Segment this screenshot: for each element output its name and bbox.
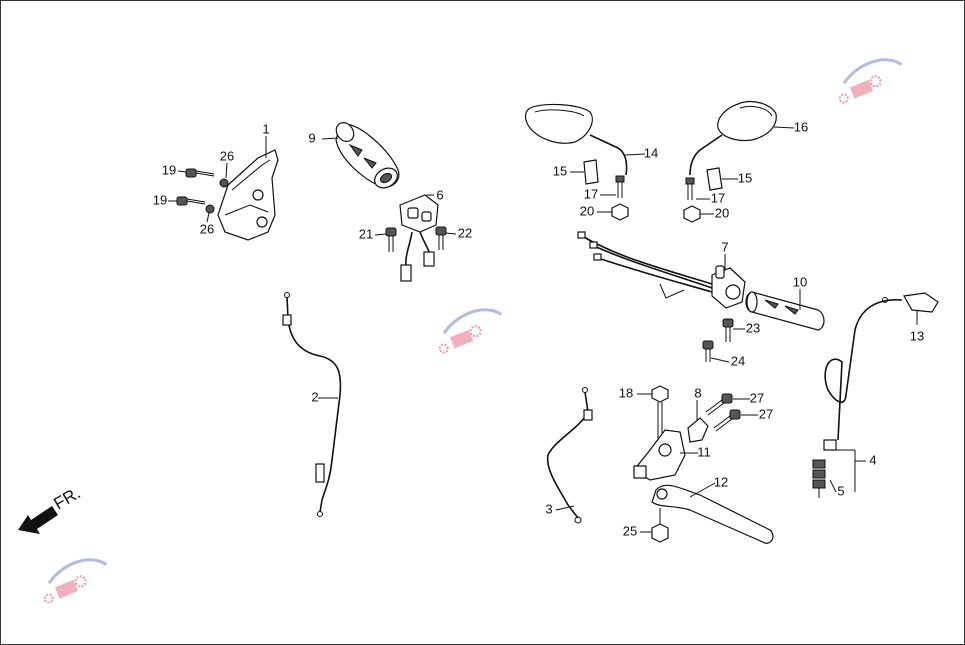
part-brake-cable xyxy=(546,387,593,524)
callout-16: 16 xyxy=(794,119,808,134)
part-throttle-cable xyxy=(282,292,342,517)
callout-20: 20 xyxy=(715,205,729,220)
part-screw-24 xyxy=(702,340,714,362)
watermark-logo xyxy=(838,58,903,104)
callout-26: 26 xyxy=(220,148,234,163)
callout-27: 27 xyxy=(759,406,773,421)
part-adapter-17a xyxy=(615,175,625,198)
part-right-mirror xyxy=(689,101,777,176)
callout-25: 25 xyxy=(623,523,637,538)
callout-3: 3 xyxy=(545,501,552,516)
callout-2: 2 xyxy=(311,389,318,404)
part-adapter-17b xyxy=(685,177,695,200)
callout-26: 26 xyxy=(200,221,214,236)
part-bolt-27b xyxy=(713,409,741,432)
watermark-logo xyxy=(43,558,108,604)
part-screw-19a xyxy=(185,168,215,178)
part-washer-26b xyxy=(205,204,215,214)
part-screw-23 xyxy=(722,318,734,342)
part-switch-cover xyxy=(217,149,279,241)
part-left-grip xyxy=(745,291,825,331)
callout-17: 17 xyxy=(711,190,725,205)
callout-22: 22 xyxy=(458,225,472,240)
part-cable-adjuster xyxy=(812,439,837,498)
part-washer-26a xyxy=(219,178,229,188)
callout-10: 10 xyxy=(793,274,807,289)
callout-24: 24 xyxy=(731,353,745,368)
part-throttle-grip xyxy=(335,122,400,189)
callout-14: 14 xyxy=(644,145,658,160)
part-right-switch xyxy=(399,194,439,282)
callout-21: 21 xyxy=(359,226,373,241)
part-left-switch xyxy=(577,231,746,309)
callout-27: 27 xyxy=(750,390,764,405)
watermark-logo xyxy=(438,308,503,354)
callout-1: 1 xyxy=(262,121,269,136)
callout-6: 6 xyxy=(436,187,443,202)
callout-19: 19 xyxy=(153,192,167,207)
callout-19: 19 xyxy=(162,162,176,177)
part-cover-15a xyxy=(583,159,599,185)
callout-23: 23 xyxy=(746,320,760,335)
part-screw-19b xyxy=(176,196,206,206)
callout-15: 15 xyxy=(553,163,567,178)
part-lever-bracket xyxy=(633,429,686,481)
callout-18: 18 xyxy=(619,385,633,400)
callout-4: 4 xyxy=(869,452,876,467)
part-nut-25 xyxy=(651,523,669,543)
front-direction-label: FR. xyxy=(51,483,84,513)
callout-15: 15 xyxy=(738,170,752,185)
callout-7: 7 xyxy=(721,239,728,254)
part-nut-20a xyxy=(611,203,629,221)
part-clutch-cable xyxy=(824,292,939,441)
callout-11: 11 xyxy=(697,444,711,459)
front-direction-arrow-icon xyxy=(18,506,58,534)
part-bolt-27a xyxy=(705,393,733,416)
part-clamp xyxy=(687,417,709,443)
callout-8: 8 xyxy=(694,385,701,400)
leader-lines xyxy=(168,126,918,533)
callout-20: 20 xyxy=(580,203,594,218)
part-left-mirror xyxy=(524,103,628,176)
callout-17: 17 xyxy=(584,186,598,201)
part-nut-20b xyxy=(683,205,701,223)
watermarks xyxy=(43,58,903,604)
part-screw-22 xyxy=(435,226,447,250)
part-screw-21 xyxy=(385,227,397,252)
callout-9: 9 xyxy=(308,130,315,145)
part-lever xyxy=(651,484,774,544)
callout-5: 5 xyxy=(837,483,844,498)
callout-13: 13 xyxy=(910,328,924,343)
part-cover-15b xyxy=(706,167,723,191)
callout-12: 12 xyxy=(714,474,728,489)
